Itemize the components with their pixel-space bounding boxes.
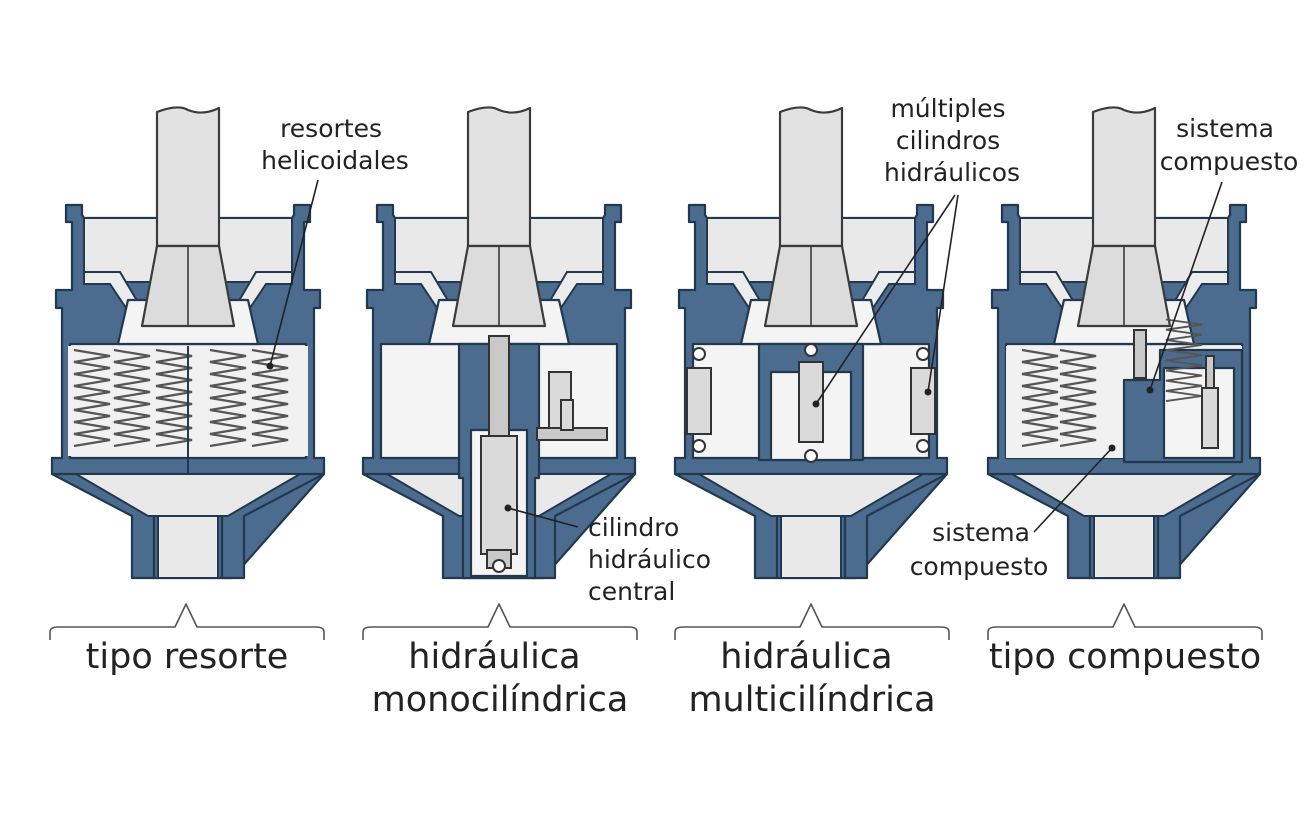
callout-line: cilindro <box>588 513 679 542</box>
callout-sistema-compuesto-bottom: sistema compuesto <box>910 444 1116 581</box>
caption-resorte: tipo resorte <box>86 637 289 677</box>
callout-multiples-cilindros: múltiples cilindros hidráulicos <box>812 94 1020 408</box>
svg-text:múltiples cilindros: múltiples cilindros hidráulicos <box>884 94 1020 187</box>
panel-compuesto <box>986 106 1262 580</box>
caption-line: tipo compuesto <box>989 637 1261 677</box>
callout-cilindro-central: cilindro hidráulico central <box>504 504 719 606</box>
callout-line: compuesto <box>1160 147 1299 176</box>
callout-line: múltiples <box>890 94 1005 123</box>
callout-line: sistema <box>932 518 1030 547</box>
brace-resorte <box>49 603 325 640</box>
callout-line: sistema <box>1176 114 1274 143</box>
caption-multi: hidráulica multicilíndrica <box>688 637 935 720</box>
svg-text:sistema compuesto: sistema compuesto <box>910 518 1049 581</box>
callout-line: helicoidales <box>261 146 409 175</box>
brace-multi <box>674 603 950 640</box>
callout-resortes: resortes helicoidales <box>261 114 409 370</box>
caption-line: hidráulica <box>408 637 580 677</box>
valve-assembly <box>536 371 608 441</box>
caption-mono: hidráulica monocilíndrica <box>372 637 629 720</box>
callout-line: resortes <box>280 114 382 143</box>
svg-text:sistema compuesto: sistema compuesto <box>1160 114 1299 176</box>
hydraulic-cylinders <box>686 343 936 463</box>
callout-sistema-compuesto-top: sistema compuesto <box>1146 114 1299 394</box>
central-hydraulic-cylinder <box>480 335 518 573</box>
panel-mono <box>361 106 637 580</box>
brace-mono <box>362 603 638 640</box>
caption-line: monocilíndrica <box>372 680 629 720</box>
compound-cylinder <box>1201 355 1219 449</box>
callout-line: hidráulico <box>588 545 711 574</box>
caption-compuesto: tipo compuesto <box>989 637 1261 677</box>
brace-compuesto <box>987 603 1263 640</box>
caption-line: hidráulica <box>720 637 892 677</box>
caption-line: multicilíndrica <box>688 680 935 720</box>
caption-line: tipo resorte <box>86 637 289 677</box>
braces <box>49 603 1263 640</box>
svg-text:resortes helicoidales: resortes helicoidales <box>261 114 409 175</box>
callout-line: compuesto <box>910 552 1049 581</box>
callout-line: cilindros <box>896 126 1000 155</box>
panel-resorte <box>50 106 326 580</box>
callout-line: central <box>588 577 675 606</box>
svg-text:cilindro hidráulico: cilindro hidráulico central <box>588 513 719 606</box>
callout-line: hidráulicos <box>884 158 1020 187</box>
